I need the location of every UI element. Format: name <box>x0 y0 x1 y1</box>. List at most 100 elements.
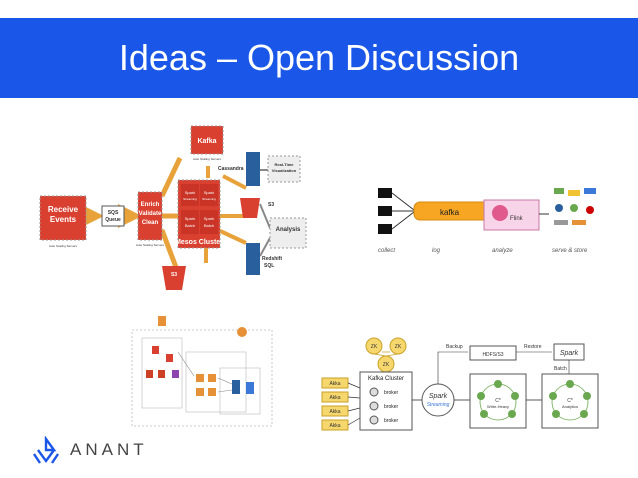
s3-bucket-top-icon <box>240 198 260 218</box>
s3-bucket-bottom-icon <box>162 266 186 290</box>
spark2-l2: Streaming <box>202 197 216 201</box>
s3-top-label: S3 <box>268 202 274 208</box>
broker-icon-1 <box>369 387 379 397</box>
batch-label: Batch <box>554 366 567 372</box>
kafka-cluster-label: Kafka Cluster <box>368 376 404 382</box>
slide-title: Ideas – Open Discussion <box>118 37 520 78</box>
broker-icon-3 <box>369 415 379 425</box>
anant-logo-text: ANANT <box>70 440 148 459</box>
aws-icon-12 <box>232 380 240 394</box>
aws-icon-3 <box>152 346 159 354</box>
caption-collect: collect <box>378 248 395 254</box>
c-write-node-5 <box>477 392 485 400</box>
redshift-l1: Redshift <box>262 256 282 262</box>
store-icon-3 <box>584 188 596 194</box>
sqs-queue-box <box>101 205 125 227</box>
aws-architecture-diagram <box>131 316 273 427</box>
spark3-l2: Batch <box>185 223 195 228</box>
spark-batch-2 <box>200 210 218 234</box>
redshift-icon <box>246 243 260 275</box>
mesos-pipeline-diagram: Receive Events Auto Scaling Servers SQS … <box>39 125 307 290</box>
store-icon-1 <box>554 188 564 194</box>
cassandra-label: Cassandra <box>218 166 244 172</box>
broker-label-1: broker <box>384 390 399 396</box>
kafka-box <box>190 125 224 155</box>
spark3-l1: Spark <box>185 216 195 221</box>
hdfs-icon <box>469 345 517 361</box>
analysis-box <box>269 217 307 249</box>
kafka-cluster-box <box>359 371 413 431</box>
store-icon-7 <box>554 220 568 225</box>
caption-log: log <box>432 248 441 254</box>
realtime-l2: Visualization <box>272 168 297 173</box>
aws-icon-5 <box>146 370 153 378</box>
broker-label-2: broker <box>384 404 399 410</box>
c-analytics-node-2 <box>583 392 591 400</box>
store-icon-8 <box>572 220 586 225</box>
spark-cassandra-diagram: ZK ZK ZK Akka Akka Akka Akka Kafka Clust… <box>321 337 599 431</box>
kafka-label: Kafka <box>197 138 216 145</box>
mesos-label: Mesos Cluster <box>175 239 223 246</box>
spark4-l1: Spark <box>204 216 214 221</box>
spark2-l1: Spark <box>204 190 214 195</box>
restore-label: Restore <box>524 344 542 350</box>
akka-label-2: Akka <box>329 395 340 401</box>
flink-logo-icon <box>492 205 508 221</box>
zk-label-2: ZK <box>395 344 402 350</box>
store-icon-5 <box>570 204 578 212</box>
receive-label-2: Events <box>50 215 77 224</box>
s3-bottom-label: S3 <box>171 272 177 278</box>
store-icon-6 <box>586 206 594 214</box>
enrich-box <box>137 191 163 241</box>
flink-box <box>483 199 540 231</box>
receive-sub: Auto Scaling Servers <box>49 244 78 248</box>
enrich-sub: Auto Scaling Servers <box>136 243 165 247</box>
kafka-sub: Auto Scaling Servers <box>193 157 222 161</box>
aws-icon-10 <box>196 388 204 396</box>
spark-streaming-2 <box>200 184 218 206</box>
anant-logo-icon <box>33 436 59 464</box>
store-icon-4 <box>555 204 563 212</box>
aws-icon-8 <box>196 374 204 382</box>
spark-streaming-node <box>421 383 455 417</box>
kafka-flink-diagram: kafka Flink collect log analyze serve & … <box>378 188 596 254</box>
spark-streaming-l2: Streaming <box>427 402 450 408</box>
zk-label-3: ZK <box>383 362 390 368</box>
source-block-1 <box>378 188 392 198</box>
spark-streaming-1 <box>181 184 199 206</box>
aws-icon-2 <box>237 327 247 337</box>
broker-icon-2 <box>369 401 379 411</box>
spark1-l1: Spark <box>185 190 195 195</box>
c-write-node-4 <box>480 410 488 418</box>
aws-icon-13 <box>246 382 254 394</box>
hdfs-label: HDFS/S3 <box>482 352 503 358</box>
c-analytics-l2: Analytics <box>562 404 578 409</box>
source-block-2 <box>378 206 392 216</box>
c-write-l1: C* <box>495 398 501 404</box>
spark-restore-label: Spark <box>560 350 579 357</box>
c-analytics-node-3 <box>580 410 588 418</box>
aws-icon-6 <box>158 370 165 378</box>
flink-label: Flink <box>510 216 524 222</box>
sqs-label-2: Queue <box>105 217 121 223</box>
spark-batch-1 <box>181 210 199 234</box>
spark1-l2: Streaming <box>183 197 197 201</box>
realtime-l1: Real-Time <box>274 162 294 167</box>
akka-label-3: Akka <box>329 409 340 415</box>
realtime-box <box>267 155 301 183</box>
aws-icon-11 <box>208 388 216 396</box>
sqs-label-1: SQS <box>108 210 119 216</box>
aws-icon-7 <box>172 370 179 378</box>
slide-header: Ideas – Open Discussion <box>0 18 638 98</box>
zk-label-1: ZK <box>371 344 378 350</box>
receive-events-box <box>39 195 87 241</box>
c-write-node-3 <box>508 410 516 418</box>
enrich-label-1: Enrich <box>141 202 160 208</box>
c-write-l2: Write-Heavy <box>487 404 509 409</box>
backup-label: Backup <box>446 344 463 350</box>
kafka-pipe-label: kafka <box>440 208 460 217</box>
c-analytics-node-1 <box>566 380 574 388</box>
enrich-label-2: Validate <box>139 211 162 217</box>
c-analytics-l1: C* <box>567 398 573 404</box>
c-write-node-1 <box>494 380 502 388</box>
